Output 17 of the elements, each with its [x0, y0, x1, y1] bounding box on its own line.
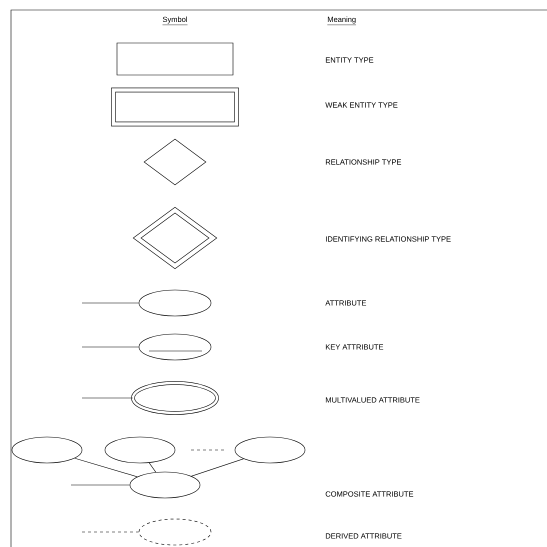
attribute-ellipse — [12, 436, 82, 464]
connector-line — [82, 302, 139, 304]
attribute-ellipse — [138, 334, 212, 360]
attribute-ellipse — [234, 436, 306, 464]
entity-box — [111, 88, 239, 126]
connector-line — [148, 462, 156, 472]
entity-box — [116, 42, 234, 76]
attribute-ellipse — [104, 436, 176, 464]
attribute-ellipse — [138, 290, 212, 316]
attribute-ellipse — [138, 518, 212, 546]
attribute-ellipse — [130, 472, 200, 498]
connector-line — [70, 484, 130, 486]
attribute-ellipse — [131, 381, 219, 415]
relationship-diamond — [144, 138, 206, 186]
connector-line — [74, 458, 138, 478]
connector-line — [191, 458, 244, 476]
connector-line — [82, 346, 139, 348]
